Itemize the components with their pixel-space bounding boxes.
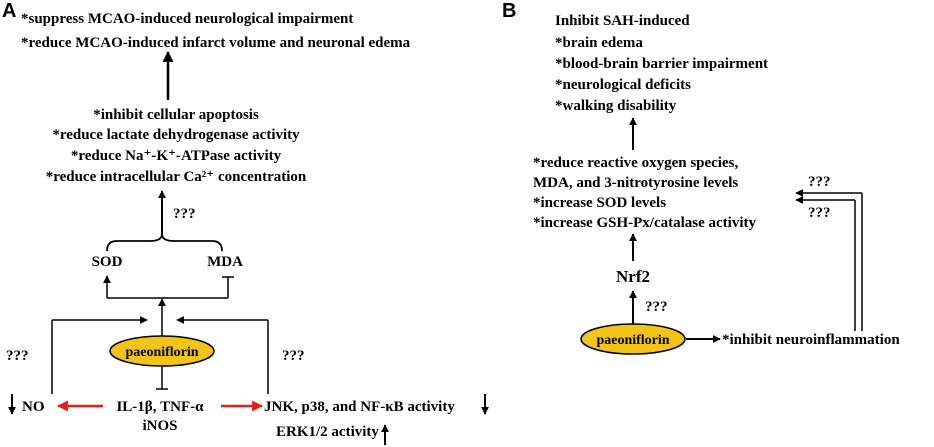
cytokines-label: IL-1β, TNF-α xyxy=(116,399,204,415)
panel-b-outcome-3: *blood-brain barrier impairment xyxy=(555,56,768,72)
panel-b-outcome-1: Inhibit SAH-induced xyxy=(555,13,690,29)
panel-b-unknown-bottom: ??? xyxy=(808,205,831,221)
panel-a-effect-3: *reduce Na⁺-K⁺-ATPase activity xyxy=(71,148,282,164)
panel-b-effect-2: MDA, and 3-nitrotyrosine levels xyxy=(533,175,738,191)
kinases-label: JNK, p38, and NF-κB activity xyxy=(264,399,455,415)
panel-b-unknown-top: ??? xyxy=(808,174,831,190)
mda-label: MDA xyxy=(207,254,243,270)
panel-b-outcome-4: *neurological deficits xyxy=(555,77,691,93)
panel-b-outcome-5: *walking disability xyxy=(555,98,677,114)
panel-a-effect-4: *reduce intracellular Ca²⁺ concentration xyxy=(46,169,307,185)
panel-b-effect-3: *increase SOD levels xyxy=(533,195,666,211)
panel-b: B Inhibit SAH-induced *brain edema *bloo… xyxy=(502,0,900,355)
erk-label: ERK1/2 activity xyxy=(276,424,379,440)
panel-a-effect-1: *inhibit cellular apoptosis xyxy=(93,107,259,123)
sod-mda-brace xyxy=(106,233,223,252)
panel-a-unknown-top: ??? xyxy=(173,206,196,222)
no-label: NO xyxy=(22,399,45,415)
panel-b-unknown-nrf2: ??? xyxy=(645,299,668,315)
panel-a-outcome-1: *suppress MCAO-induced neurological impa… xyxy=(21,11,353,27)
panel-a-outcome-2: *reduce MCAO-induced infarct volume and … xyxy=(21,35,411,51)
panel-b-effect-1: *reduce reactive oxygen species, xyxy=(533,155,738,171)
panel-a-unknown-left: ??? xyxy=(6,348,29,364)
panel-a-letter: A xyxy=(2,0,16,22)
panel-b-letter: B xyxy=(502,0,516,22)
panel-b-effect-4: *increase GSH-Px/catalase activity xyxy=(533,215,757,231)
panel-a-effect-2: *reduce lactate dehydrogenase activity xyxy=(52,127,300,143)
panel-b-drug-label: paeoniflorin xyxy=(596,333,669,348)
sod-label: SOD xyxy=(92,254,123,270)
panel-a: A *suppress MCAO-induced neurological im… xyxy=(2,0,489,445)
nrf2-label: Nrf2 xyxy=(616,267,650,286)
neuro-label: *inhibit neuroinflammation xyxy=(722,332,900,348)
panel-b-outcome-2: *brain edema xyxy=(555,35,643,51)
inos-label: iNOS xyxy=(142,418,177,434)
panel-b-drug-ellipse xyxy=(580,323,686,355)
panel-a-unknown-right: ??? xyxy=(282,348,305,364)
panel-a-drug-label: paeoniflorin xyxy=(125,345,198,360)
